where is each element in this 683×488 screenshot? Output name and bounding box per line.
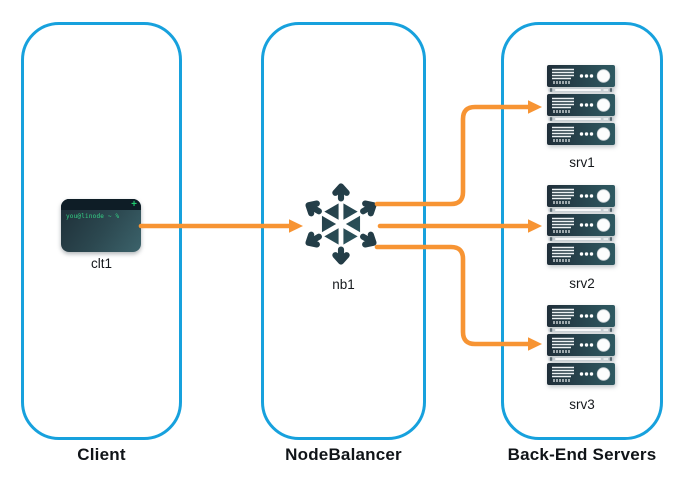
terminal-prompt: you@linode ~ % <box>66 213 120 220</box>
server-stack-icon-srv3 <box>547 305 615 385</box>
terminal-icon: + you@linode ~ % <box>61 199 141 252</box>
node-label-srv1: srv1 <box>569 155 595 170</box>
node-label-srv2: srv2 <box>569 276 595 291</box>
server-stack-icon-srv1 <box>547 65 615 145</box>
nodebalancer-icon <box>305 183 377 265</box>
node-label-clt1: clt1 <box>90 256 112 271</box>
terminal-titlebar: + <box>61 199 141 210</box>
new-tab-plus-icon: + <box>131 199 137 210</box>
nodebalancer-panel-title: NodeBalancer <box>285 445 402 464</box>
client-panel-title: Client <box>77 445 126 464</box>
node-label-nb1: nb1 <box>332 277 355 292</box>
node-label-srv3: srv3 <box>569 397 595 412</box>
backend-servers-panel-title: Back-End Servers <box>507 445 657 464</box>
server-stack-icon-srv2 <box>547 185 615 265</box>
